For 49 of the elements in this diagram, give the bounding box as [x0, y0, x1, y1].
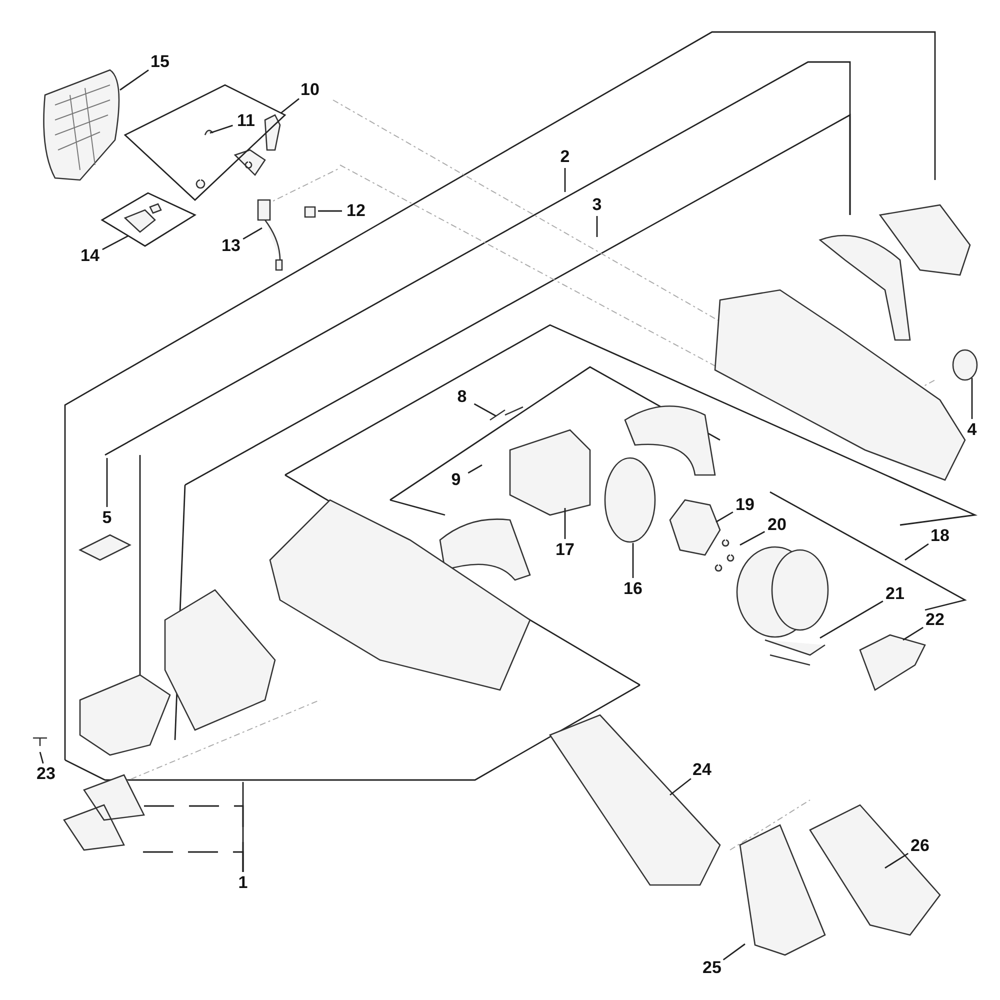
leader-line [740, 531, 766, 546]
assembly-outline [125, 85, 285, 200]
callout-number: 19 [736, 496, 754, 514]
leader-line [318, 210, 342, 212]
leader-line [210, 124, 233, 134]
callout-number: 5 [102, 509, 112, 527]
callout-number: 14 [80, 247, 100, 265]
callout-number: 15 [150, 53, 170, 71]
callout-number: 20 [768, 516, 786, 534]
leader-line [474, 403, 496, 417]
callout-number: 12 [346, 202, 366, 220]
leader-line [39, 752, 44, 764]
assembly-outline [102, 193, 195, 246]
callout-number: 13 [222, 237, 240, 255]
leader-line [820, 600, 884, 639]
callout-number: 4 [967, 421, 977, 439]
leader-line [564, 168, 566, 192]
leader-line [564, 508, 566, 539]
leader-line [596, 216, 598, 237]
callout-number: 17 [556, 541, 574, 559]
callout-number: 8 [457, 388, 467, 406]
leader-line [670, 778, 692, 796]
callout-number: 10 [300, 81, 320, 99]
callout-number: 16 [624, 580, 642, 598]
callout-number: 9 [451, 471, 461, 489]
callout-number: 21 [886, 585, 904, 603]
leader-line [716, 511, 734, 523]
leader-line [722, 943, 746, 960]
callout-number: 25 [702, 959, 722, 977]
leader-line [106, 458, 108, 507]
callout-number: 18 [930, 527, 950, 545]
callout-number: 24 [692, 761, 712, 779]
leader-line [971, 378, 973, 419]
leader-line [120, 69, 149, 91]
leader-line [884, 852, 909, 869]
leader-line [468, 464, 482, 474]
callout-number: 3 [592, 196, 602, 214]
leader-line [904, 543, 929, 561]
callout-number: 1 [238, 874, 248, 892]
leader-line [280, 98, 300, 114]
callout-number: 2 [560, 148, 570, 166]
leader-line [902, 626, 924, 641]
callout-number: 11 [237, 112, 255, 130]
callout-number: 26 [910, 837, 930, 855]
callout-number: 22 [926, 611, 944, 629]
leader-line [102, 235, 128, 250]
callout-number: 23 [36, 765, 56, 783]
leader-line [242, 227, 262, 240]
leader-line [632, 543, 634, 578]
